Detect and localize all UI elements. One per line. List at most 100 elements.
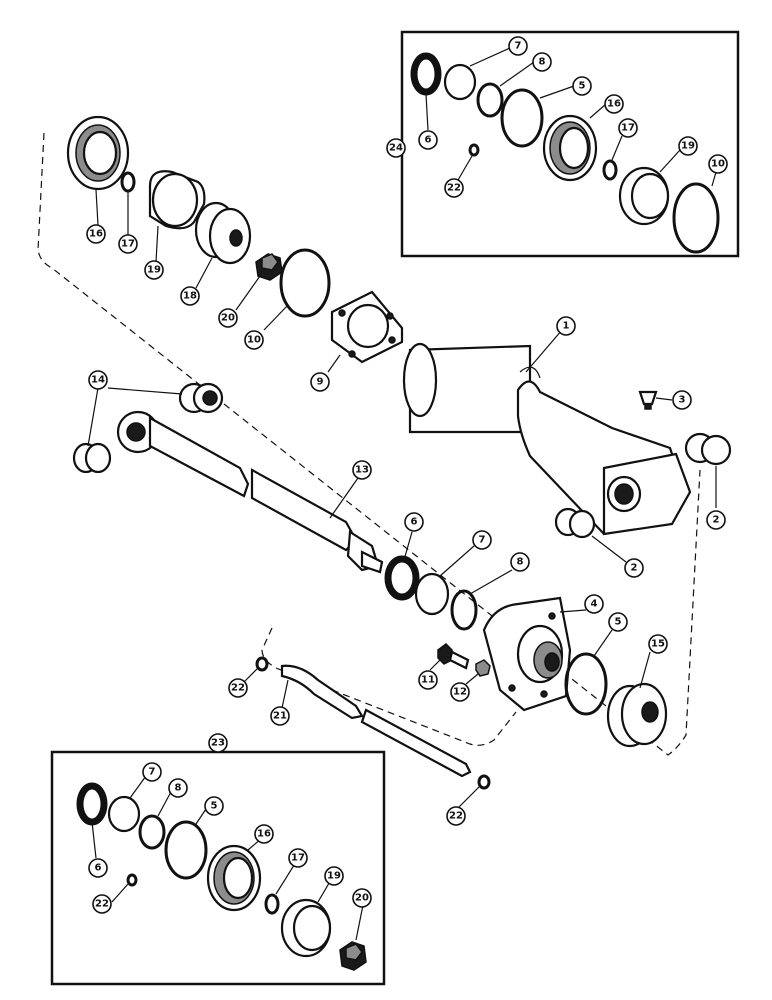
svg-text:8: 8 [175, 783, 182, 794]
svg-text:16: 16 [257, 829, 271, 840]
piston-18 [194, 201, 252, 265]
callout-10: 10 [244, 330, 264, 350]
kit23-callout-16: 16 [254, 824, 274, 844]
svg-text:9: 9 [317, 377, 324, 388]
o-ring-22-upper [255, 656, 269, 672]
svg-text:19: 19 [147, 265, 161, 276]
bolt-11 [437, 643, 470, 670]
callout-2-lower: 2 [624, 558, 644, 578]
bushing-14-upper [178, 382, 224, 414]
callout-11: 11 [418, 670, 438, 690]
kit24-wiper-7 [443, 63, 477, 101]
kit24-wear-ring-19 [618, 166, 670, 226]
kit23-wear-ring-19 [280, 898, 332, 958]
callout-14: 14 [88, 370, 108, 390]
kit24-callout-22: 22 [444, 178, 464, 198]
kit23-callout-22: 22 [92, 894, 112, 914]
svg-text:7: 7 [149, 767, 156, 778]
kit24-callout-19: 19 [678, 136, 698, 156]
svg-text:2: 2 [631, 563, 638, 574]
rod-seal-6 [384, 555, 420, 601]
kit24-callout-7: 7 [508, 36, 528, 56]
grease-fitting-3 [638, 390, 658, 410]
callout-23: 23 [208, 733, 228, 753]
nut-12 [475, 659, 491, 677]
kit23-o-ring-8 [138, 814, 166, 850]
svg-text:6: 6 [425, 135, 432, 146]
svg-text:10: 10 [247, 335, 261, 346]
kit23-callout-20: 20 [352, 888, 372, 908]
svg-text:24: 24 [389, 143, 403, 154]
svg-text:16: 16 [89, 229, 103, 240]
kit23-callout-8: 8 [168, 778, 188, 798]
kit23-callout-5: 5 [204, 796, 224, 816]
nut-20 [255, 253, 283, 281]
kit24-callout-16: 16 [604, 94, 624, 114]
svg-text:13: 13 [355, 465, 369, 476]
kit24-rod-seal-6 [410, 52, 442, 96]
svg-text:17: 17 [621, 123, 635, 134]
kit23-o-ring-17 [264, 893, 280, 915]
svg-text:20: 20 [221, 313, 235, 324]
kit24-callout-5: 5 [572, 76, 592, 96]
svg-text:20: 20 [355, 893, 369, 904]
callout-1: 1 [556, 316, 576, 336]
svg-text:22: 22 [447, 183, 461, 194]
bushing-2-right [684, 432, 732, 466]
kit24-gland-nut-16 [542, 114, 598, 182]
callout-4: 4 [584, 594, 604, 614]
callout-15: 15 [648, 634, 668, 654]
tube-21 [280, 664, 472, 778]
svg-text:22: 22 [231, 683, 245, 694]
wear-ring-19 [148, 170, 206, 230]
callout-16: 16 [86, 224, 106, 244]
callout-20: 20 [218, 308, 238, 328]
kit24-o-ring-17 [602, 159, 618, 181]
callout-7: 7 [472, 530, 492, 550]
svg-text:23: 23 [211, 738, 225, 749]
svg-text:1: 1 [563, 321, 570, 332]
bushing-2-lower [554, 507, 596, 539]
bushing-14-lower [72, 442, 112, 474]
svg-text:5: 5 [615, 617, 622, 628]
callout-21: 21 [270, 706, 290, 726]
svg-text:17: 17 [291, 853, 305, 864]
wiper-7 [414, 572, 450, 616]
kit24-callout-10: 10 [708, 154, 728, 174]
svg-text:3: 3 [679, 395, 686, 406]
svg-text:22: 22 [95, 899, 109, 910]
svg-text:4: 4 [591, 599, 598, 610]
callout-3: 3 [672, 390, 692, 410]
callout-22-lower: 22 [446, 806, 466, 826]
o-ring-17 [120, 171, 136, 193]
callout-2-right: 2 [706, 510, 726, 530]
svg-text:6: 6 [95, 863, 102, 874]
kit23-callout-19: 19 [324, 866, 344, 886]
kit24-o-ring-22 [468, 143, 480, 157]
callout-12: 12 [450, 682, 470, 702]
kit24-callout-8: 8 [532, 52, 552, 72]
kit24-callout-24: 24 [386, 138, 406, 158]
assembly-group-outline [37, 132, 701, 756]
leader-lines [87, 47, 717, 941]
callout-9: 9 [310, 372, 330, 392]
svg-text:19: 19 [681, 141, 695, 152]
callout-18: 18 [180, 286, 200, 306]
kit23-o-ring-22 [126, 873, 138, 887]
gland-nut-16 [66, 115, 130, 191]
backup-ring-10 [279, 248, 331, 318]
svg-text:11: 11 [421, 675, 435, 686]
cylinder-head-4 [482, 596, 572, 712]
svg-text:12: 12 [453, 687, 467, 698]
svg-text:22: 22 [449, 811, 463, 822]
kit23-nut-20 [339, 941, 367, 971]
kit23-wiper-7 [107, 795, 141, 833]
o-ring-22-lower [477, 774, 491, 790]
callout-22-upper: 22 [228, 678, 248, 698]
kit24-callout-6: 6 [418, 130, 438, 150]
svg-text:7: 7 [479, 535, 486, 546]
kit24-o-ring-8 [476, 82, 504, 118]
o-ring-8 [450, 589, 478, 631]
callout-6: 6 [404, 512, 424, 532]
